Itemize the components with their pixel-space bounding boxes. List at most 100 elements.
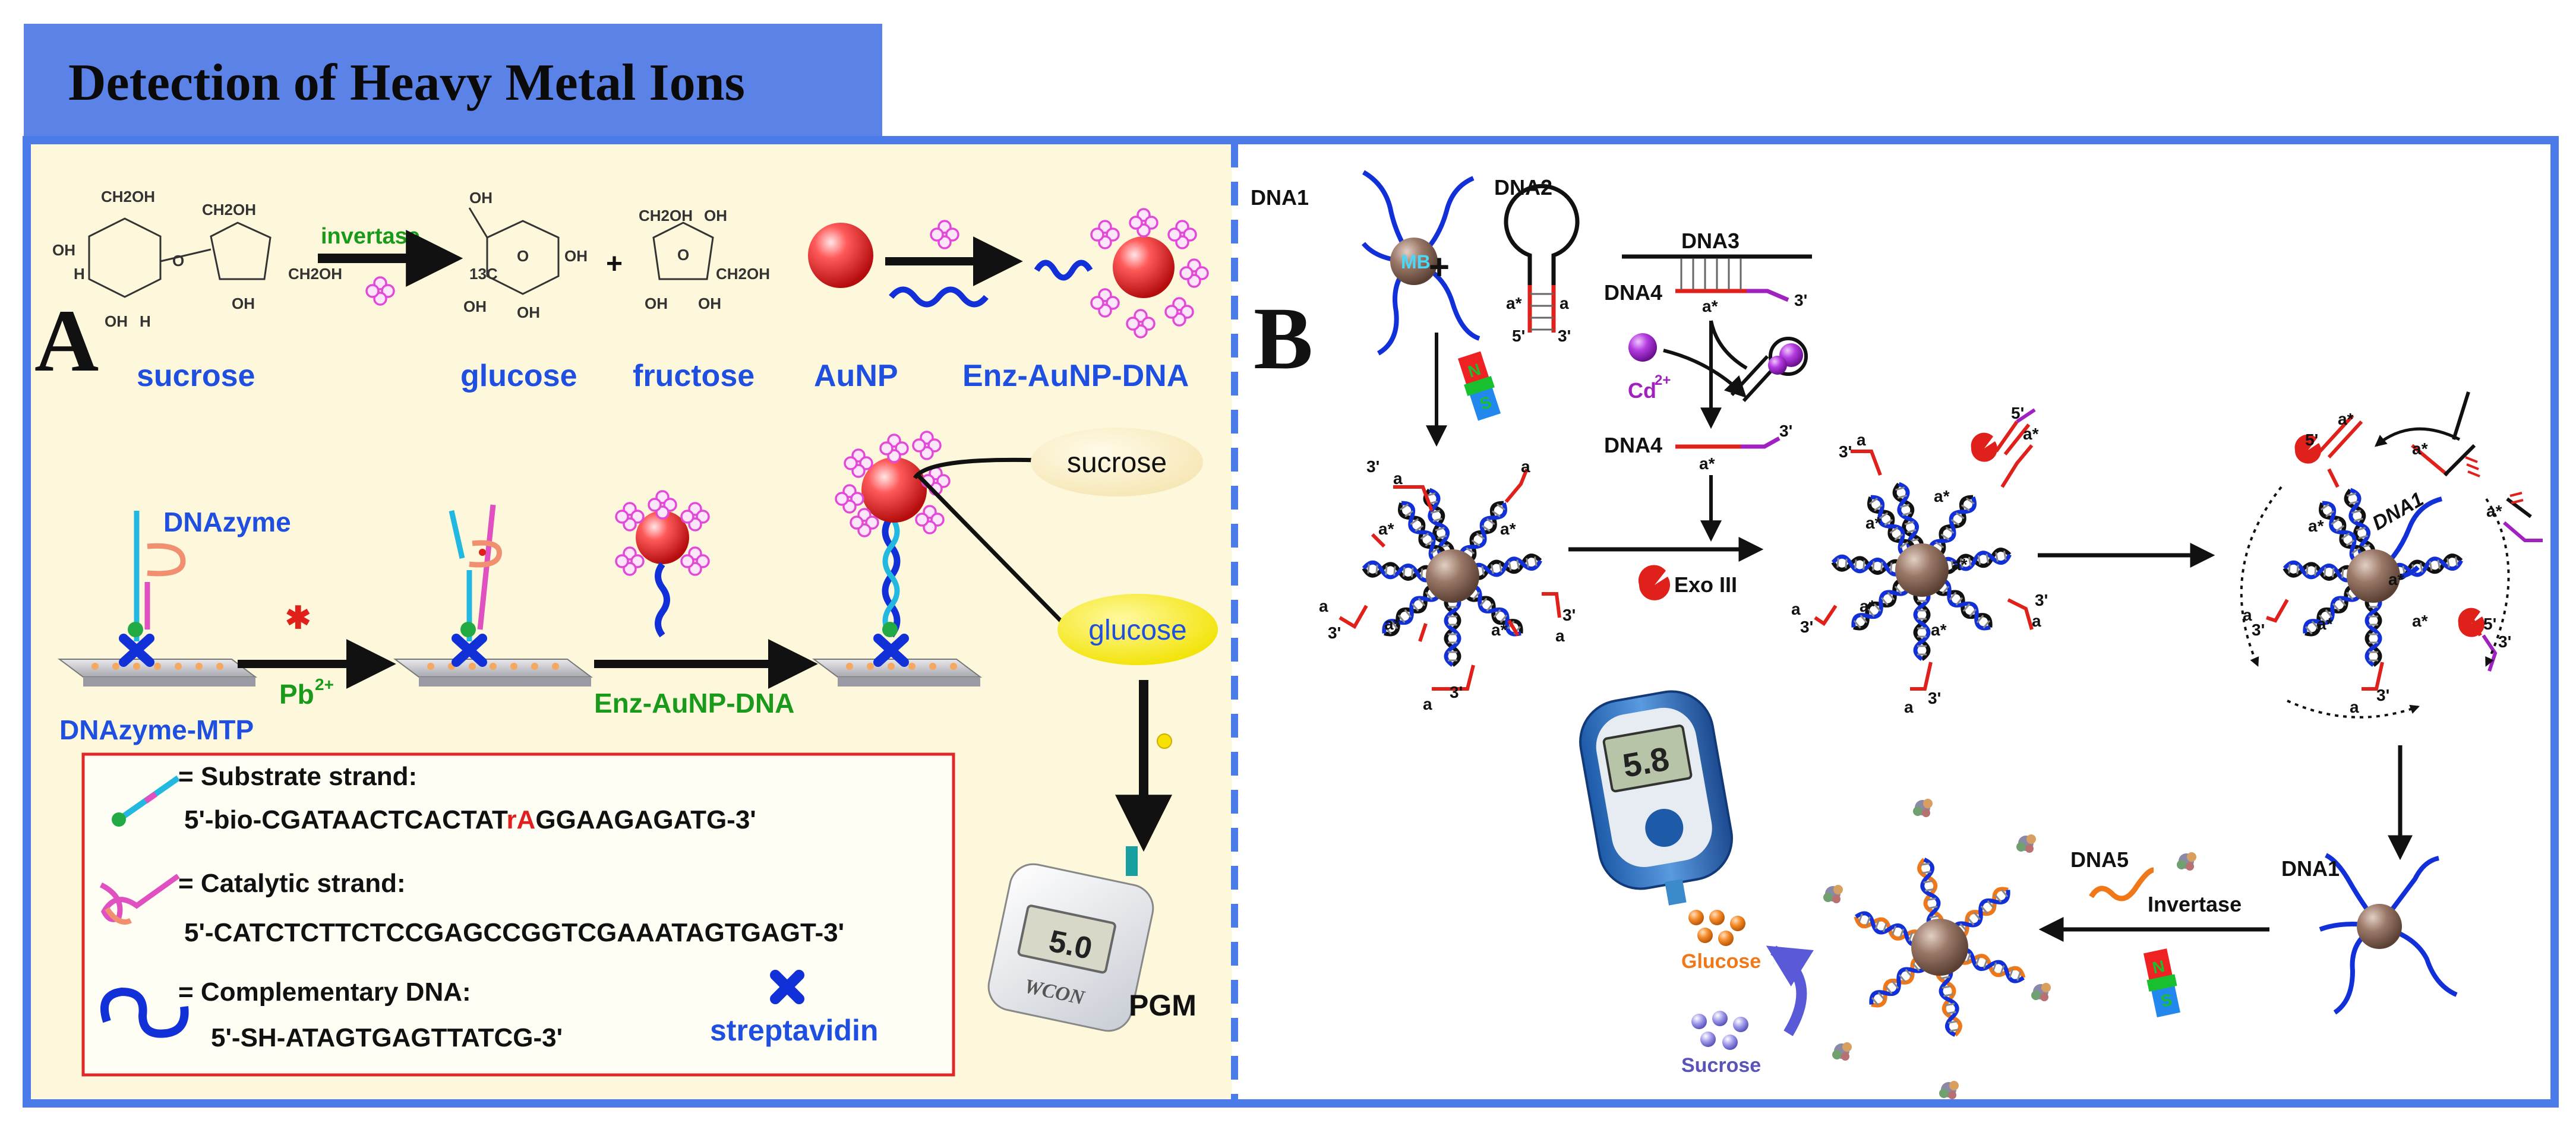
catalytic-label: = Catalytic strand: (178, 869, 406, 898)
dna1-bottom-label: DNA1 (2281, 856, 2340, 881)
svg-text:a: a (1555, 627, 1565, 645)
svg-text:OH: OH (232, 295, 255, 312)
svg-text:O: O (517, 247, 529, 265)
svg-text:a*: a* (1865, 514, 1882, 532)
dna5-invertase (2177, 852, 2196, 871)
svg-text:13C: 13C (469, 265, 498, 283)
svg-text:DNA1: DNA1 (2369, 488, 2427, 534)
glucose-dot (1157, 733, 1172, 749)
dna2-3prime: 3' (1558, 327, 1571, 345)
svg-text:OH: OH (645, 295, 668, 312)
substrate-label: = Substrate strand: (178, 762, 417, 791)
cd-ion (1628, 333, 1657, 362)
svg-text:a*: a* (1384, 615, 1400, 633)
label-fructose: fructose (633, 359, 755, 393)
svg-text:a*: a* (1931, 621, 1947, 639)
dna3-label: DNA3 (1681, 229, 1740, 253)
dna3-dna4-basepairs (1680, 258, 1742, 290)
dna2-label: DNA2 (1494, 175, 1552, 200)
svg-text:a*: a* (2338, 410, 2354, 428)
svg-text:CH2OH: CH2OH (101, 188, 155, 205)
substrate-icon (112, 775, 180, 827)
svg-text:3': 3' (1328, 624, 1341, 642)
dna4-label-free: DNA4 (1604, 433, 1662, 457)
svg-text:a*: a* (1952, 555, 1968, 574)
panel-a-letter: A (34, 292, 99, 390)
complementary-icon (100, 987, 189, 1038)
dna2-hairpin (1504, 184, 1580, 333)
sequence-legend (81, 752, 955, 1077)
invertase-label-b: Invertase (2148, 892, 2242, 916)
exo-iii-icon (1638, 565, 1670, 600)
cd-label: Cd 2+ (1628, 372, 1671, 403)
glucose-labels: OH O OH OH OH 13C (463, 189, 588, 321)
sucrose-label-b: Sucrose (1681, 1054, 1761, 1077)
svg-text:a*: a* (1860, 597, 1876, 615)
complementary-sequence: 5'-SH-ATAGTGAGTTATCG-3' (211, 1023, 563, 1052)
pgm-meter: 5.0 WCON (987, 846, 1154, 1032)
streptavidin-icon (770, 970, 804, 1004)
dna4-tail (1747, 289, 1789, 302)
svg-text:3': 3' (2035, 591, 2048, 609)
svg-text:O: O (677, 246, 689, 264)
svg-text:a*: a* (1500, 520, 1516, 538)
cd-binding-arrow (1663, 349, 1747, 398)
cycle-path-left (2240, 486, 2283, 667)
glucose-meter-b: 5.8 (1579, 690, 1734, 906)
svg-text:OH: OH (469, 189, 493, 207)
bubble-sucrose: sucrose (1067, 447, 1167, 479)
svg-text:OH: OH (704, 207, 727, 224)
label-enz-aunp-dna-step: Enz-AuNP-DNA (594, 688, 794, 719)
free-enz-aunp-dna (615, 490, 710, 638)
dna2-5prime: 5' (1512, 327, 1525, 345)
fructose-labels: CH2OH OH O CH2OH OH OH (639, 207, 770, 312)
svg-text:3': 3' (2498, 632, 2511, 651)
mb-label: MB (1401, 251, 1431, 273)
svg-text:CH2OH: CH2OH (202, 201, 256, 219)
invertase-label-a: invertase (321, 224, 420, 249)
glucose-bubble (1057, 594, 1218, 665)
pb-ion-icon: ✱ (285, 601, 311, 635)
svg-text:3': 3' (1450, 683, 1463, 701)
svg-text:3': 3' (1928, 689, 1941, 707)
conversion-arrow (1766, 945, 1814, 1036)
glucose-structure (468, 207, 560, 295)
glucose-label-b: Glucose (1681, 950, 1761, 973)
svg-text:OH: OH (698, 295, 721, 312)
svg-text:OH: OH (105, 312, 128, 330)
svg-text:CH2OH: CH2OH (639, 207, 693, 224)
svg-text:a*: a* (1934, 487, 1950, 505)
svg-text:a*: a* (2412, 612, 2428, 630)
svg-text:O: O (172, 252, 184, 270)
dna4-free-tail (1741, 436, 1781, 449)
header-title: Detection of Heavy Metal Ions (68, 54, 745, 112)
svg-text:OH: OH (564, 247, 588, 265)
svg-text:5': 5' (2011, 404, 2024, 422)
bead-cluster-invertase (1823, 799, 2051, 1099)
svg-text:a: a (1857, 431, 1866, 449)
connector-glucose (916, 473, 1065, 625)
svg-text:OH: OH (517, 303, 540, 321)
svg-text:5.8: 5.8 (1620, 739, 1672, 784)
dna4-3prime: 3' (1794, 291, 1807, 309)
dna4-free-a-star: a* (1699, 454, 1715, 473)
svg-text:a*: a* (2388, 570, 2404, 589)
dna1-label: DNA1 (1251, 185, 1309, 210)
label-dnazyme-mtp: DNAzyme-MTP (59, 714, 254, 745)
svg-text:a*: a* (2308, 517, 2324, 535)
dna4-release-arrow (1709, 320, 1748, 370)
sucrose-labels: CH2OH CH2OH O OH OH H OH CH2OH H (52, 188, 342, 330)
svg-text:OH: OH (463, 298, 487, 315)
catalytic-sequence: 5'-CATCTCTTCTCCGAGCCGGTCGAAATAGTGAGT-3' (184, 918, 844, 947)
svg-text:a: a (2350, 698, 2359, 716)
dna4-a-star: a* (1702, 297, 1718, 315)
dna-strand-icon (889, 286, 989, 308)
connector-sucrose (913, 457, 1040, 480)
streptavidin-label: streptavidin (710, 1014, 878, 1047)
glucose-molecules (1688, 910, 1745, 946)
outer-frame (23, 136, 2559, 1108)
cycle-path-bottom (2287, 700, 2420, 719)
svg-text:CH2OH: CH2OH (716, 265, 770, 283)
fructose-structure (652, 222, 714, 280)
